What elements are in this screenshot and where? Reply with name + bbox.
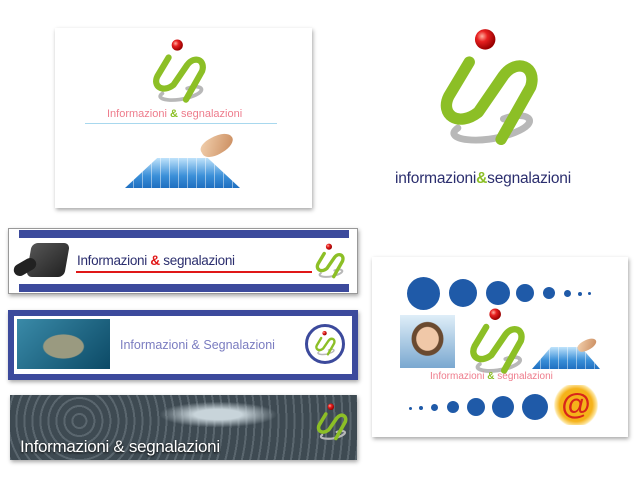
ampersand: & <box>476 170 488 187</box>
dot <box>486 281 510 305</box>
is-logo-icon <box>314 243 348 281</box>
big-text-a: informazioni <box>395 170 477 187</box>
dot <box>407 277 440 310</box>
dot <box>449 279 477 307</box>
brand-text: Informazioni & segnalazioni <box>430 371 553 382</box>
email-at-image: @ <box>554 385 598 425</box>
dot <box>543 287 555 299</box>
dot <box>588 292 591 295</box>
hand-image <box>575 335 599 355</box>
ampersand: & <box>169 108 178 120</box>
brand-text-a: Informazioni <box>107 108 167 120</box>
ampersand: & <box>487 371 495 382</box>
banner-text: Informazioni & Segnalazioni <box>120 338 275 352</box>
banner-text: Informazioni & segnalazioni <box>77 253 235 268</box>
big-text-b: segnalazioni <box>487 170 571 187</box>
brand-text-a: Informazioni <box>430 371 485 382</box>
brand-text: Informazioni & segnalazioni <box>107 108 242 120</box>
banner-text-b: segnalazioni <box>163 253 235 268</box>
dot <box>522 394 548 420</box>
dot <box>447 401 459 413</box>
woman-headset-image <box>400 315 455 368</box>
logo-card-dots: Informazioni & segnalazioni @ <box>372 257 628 437</box>
hand-image <box>197 128 237 162</box>
dot <box>419 406 423 410</box>
circle-logo <box>305 324 345 364</box>
network-image <box>17 319 110 369</box>
brand-text-b: segnalazioni <box>497 371 553 382</box>
big-logo-text: informazioni&segnalazioni <box>395 170 571 188</box>
keyboard-image <box>125 158 240 188</box>
is-logo-icon <box>314 330 338 358</box>
banner-text-a: Informazioni <box>77 253 147 268</box>
at-symbol-icon: @ <box>561 388 591 421</box>
dot <box>564 290 571 297</box>
banner-puzzle: Informazioni & segnalazioni <box>10 395 357 460</box>
brand-text-b: segnalazioni <box>181 108 243 120</box>
dot <box>409 407 412 410</box>
divider-line <box>85 123 277 124</box>
bottom-bar <box>19 284 349 292</box>
keyboard-image <box>532 347 600 369</box>
dot <box>492 396 514 418</box>
dot <box>516 284 534 302</box>
banner-network: Informazioni & Segnalazioni <box>8 310 358 380</box>
top-bar <box>19 230 349 238</box>
dot <box>467 398 485 416</box>
is-logo-icon <box>467 307 531 379</box>
ampersand: & <box>150 253 160 268</box>
banner-phone: Informazioni & segnalazioni <box>8 228 358 294</box>
is-logo-icon <box>315 402 351 444</box>
is-logo-large-icon <box>432 28 552 153</box>
logo-card-keyboard: Informazioni & segnalazioni <box>55 28 312 208</box>
dot <box>578 292 582 296</box>
dot <box>431 404 438 411</box>
red-underline <box>76 271 312 273</box>
is-logo-icon <box>150 38 212 108</box>
banner-text: Informazioni & segnalazioni <box>20 437 220 456</box>
